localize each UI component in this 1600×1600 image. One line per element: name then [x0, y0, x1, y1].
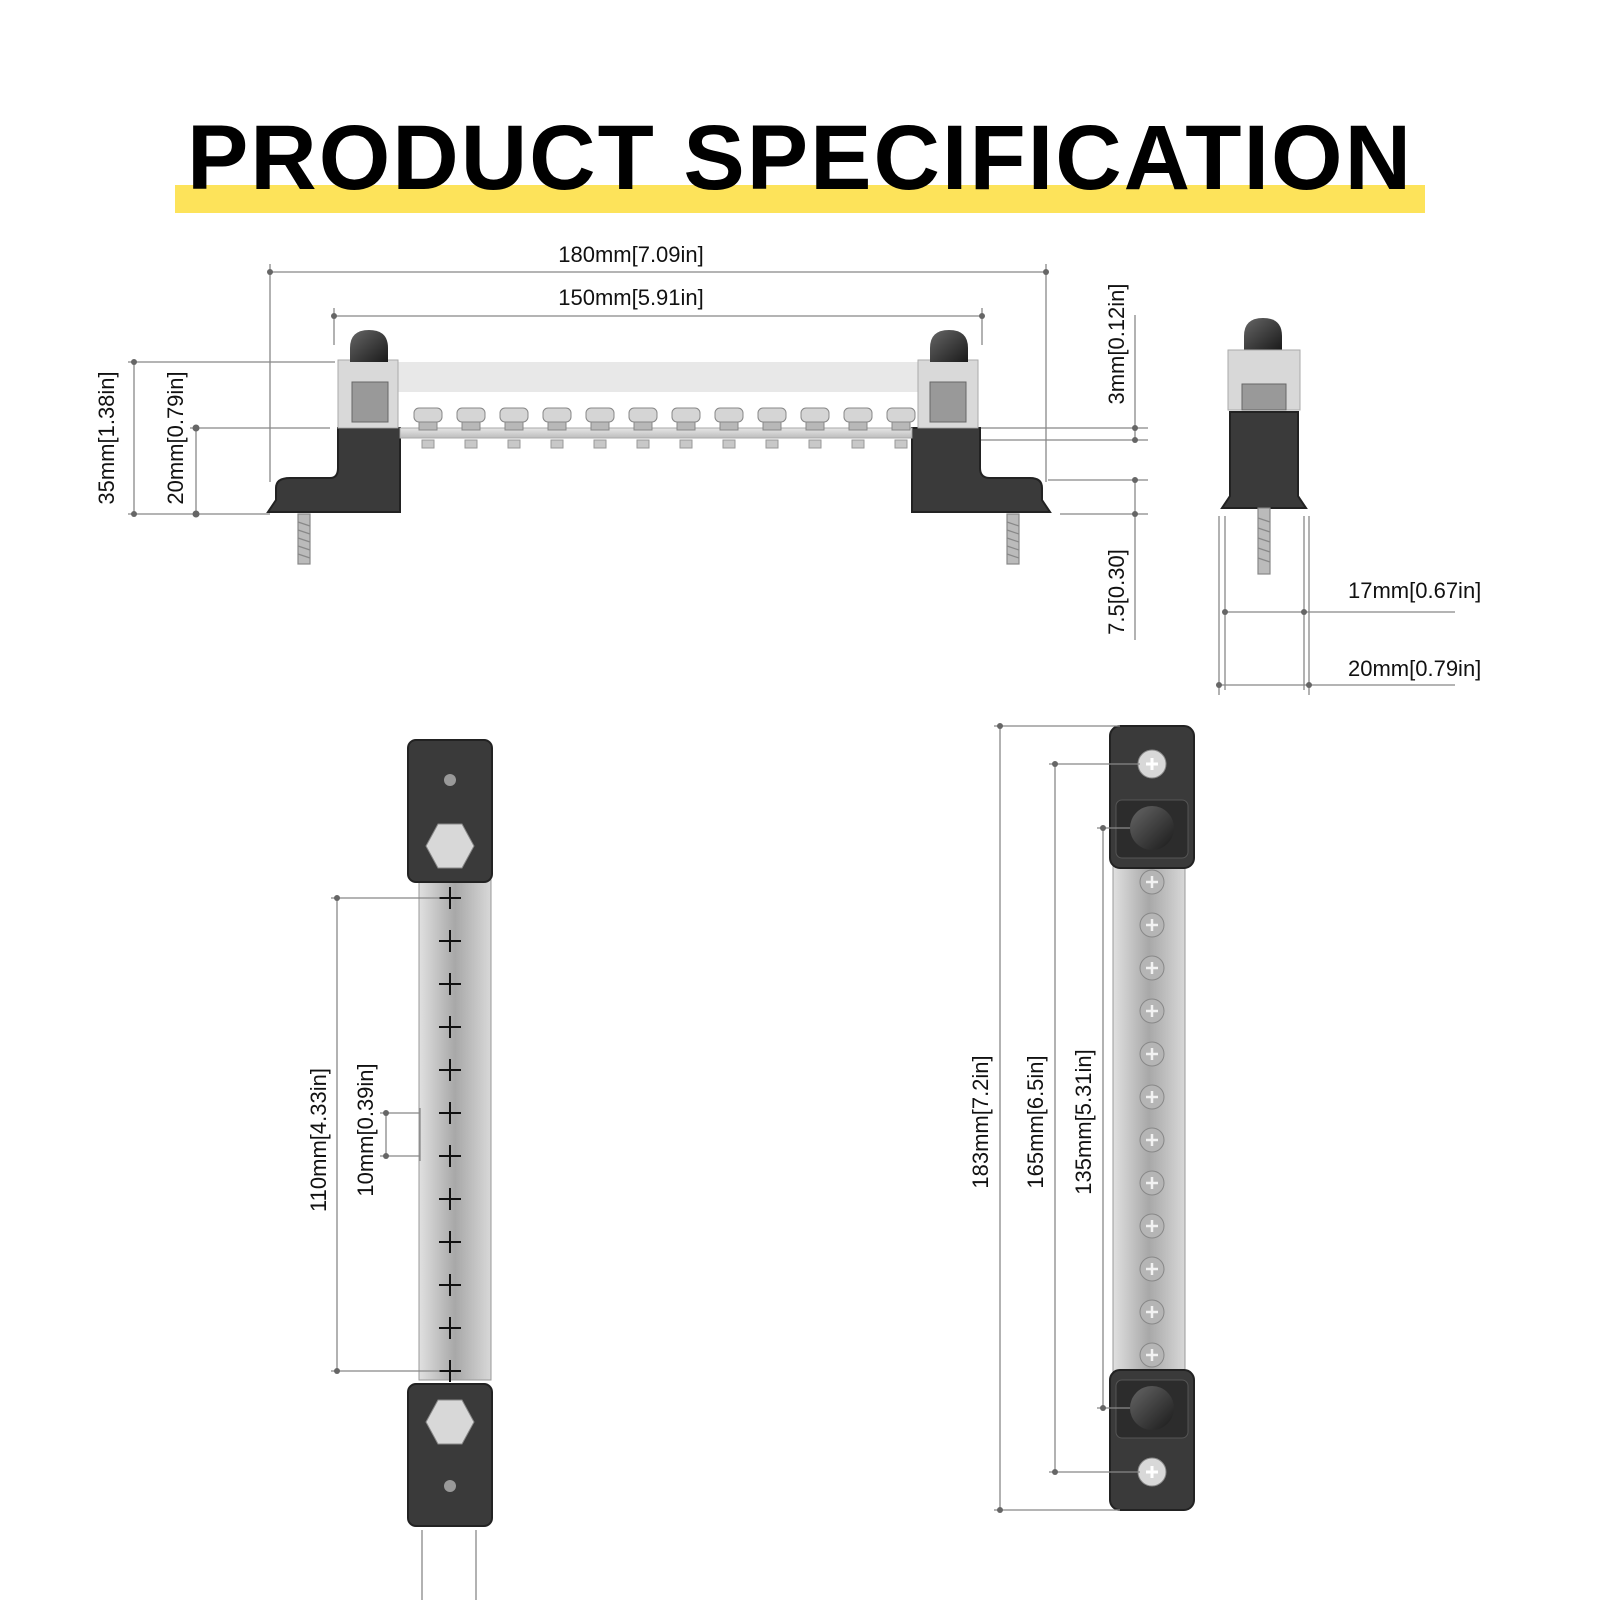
bottom-terminal-head	[1139, 1256, 1165, 1282]
top-terminal-mark	[439, 1188, 461, 1210]
top-terminal-pitch-label: 10mm[0.39in]	[353, 1063, 378, 1196]
top-terminal-mark	[439, 973, 461, 995]
bottom-stud-cap-lower	[1130, 1386, 1174, 1430]
front-terminal-screw	[671, 407, 701, 449]
bottom-terminal-heads	[1139, 869, 1165, 1368]
bottom-terminal-head	[1139, 1084, 1165, 1110]
front-dimension-dots	[131, 269, 1138, 518]
front-terminal-screws	[413, 407, 916, 449]
side-base-width-label: 17mm[0.67in]	[1348, 578, 1481, 603]
bottom-overall-length-label: 183mm[7.2in]	[968, 1055, 993, 1188]
front-mount-height-label: 7.5[0.30]	[1104, 549, 1129, 635]
side-nut	[1241, 383, 1287, 411]
top-terminal-mark	[439, 1231, 461, 1253]
page-title: PRODUCT SPECIFICATION	[186, 107, 1414, 209]
bottom-terminal-head	[1139, 1299, 1165, 1325]
bottom-terminal-head	[1139, 1170, 1165, 1196]
top-terminal-mark	[439, 1274, 461, 1296]
front-terminal-screw	[714, 407, 744, 449]
top-terminal-span-label: 110mm[4.33in]	[306, 1068, 331, 1212]
front-stud-spacing-label: 150mm[5.91in]	[558, 285, 704, 310]
top-terminal-mark	[439, 1016, 461, 1038]
top-terminal-mark	[439, 1360, 461, 1382]
top-dimension-dots	[334, 895, 389, 1374]
front-base-blocks	[266, 427, 1052, 513]
top-end-block-lower	[407, 1383, 493, 1527]
top-terminal-mark	[439, 930, 461, 952]
side-foot-width-label: 20mm[0.79in]	[1348, 656, 1481, 681]
front-terminal-screw	[413, 407, 443, 449]
bottom-hole-spacing-label: 165mm[6.5in]	[1023, 1055, 1048, 1188]
front-terminal-screw	[585, 407, 615, 449]
bottom-terminal-head	[1139, 1041, 1165, 1067]
bottom-terminal-head	[1139, 869, 1165, 895]
bottom-terminal-head	[1139, 1127, 1165, 1153]
front-bar-thickness-label: 3mm[0.12in]	[1104, 283, 1129, 404]
front-terminal-screw	[886, 407, 916, 449]
top-end-block-upper	[407, 739, 493, 883]
front-view: 180mm[7.09in] 150mm[5.91in] 35mm[1.38in]…	[94, 242, 1148, 640]
side-view: 17mm[0.67in] 20mm[0.79in]	[1216, 318, 1481, 695]
front-total-height-label: 35mm[1.38in]	[94, 371, 119, 504]
bottom-stud-spacing-label: 135mm[5.31in]	[1071, 1049, 1096, 1195]
top-terminal-mark	[439, 1102, 461, 1124]
bottom-terminal-head	[1139, 1213, 1165, 1239]
top-hex-nut-lower	[425, 1399, 475, 1445]
front-mount-screws	[297, 513, 1020, 565]
top-terminal-marks	[439, 887, 461, 1382]
side-stud-cap	[1244, 318, 1282, 350]
front-terminal-screw	[542, 407, 572, 449]
front-busbar	[337, 359, 979, 439]
top-terminal-mark	[439, 887, 461, 909]
side-base-block	[1220, 411, 1308, 509]
bottom-terminal-head	[1139, 955, 1165, 981]
bottom-end-block-lower	[1109, 1369, 1195, 1511]
front-terminal-screw	[456, 407, 486, 449]
front-base-height-label: 20mm[0.79in]	[163, 371, 188, 504]
bottom-terminal-head	[1139, 998, 1165, 1024]
front-terminal-screw	[800, 407, 830, 449]
front-overall-length-label: 180mm[7.09in]	[558, 242, 704, 267]
bottom-stud-cap-upper	[1130, 806, 1174, 850]
side-dimension-dots	[1216, 609, 1312, 688]
front-stud-caps	[350, 330, 968, 362]
bottom-busbar	[1112, 859, 1186, 1389]
front-terminal-screw	[757, 407, 787, 449]
bottom-terminal-head	[1139, 1342, 1165, 1368]
top-terminal-mark	[439, 1059, 461, 1081]
front-dimension-lines	[128, 264, 1148, 640]
front-terminal-screw	[843, 407, 873, 449]
front-terminal-screw	[499, 407, 529, 449]
side-mount-screw	[1257, 507, 1271, 575]
front-terminal-screw	[628, 407, 658, 449]
top-hex-nut-upper	[425, 823, 475, 869]
bottom-view: 183mm[7.2in] 165mm[6.5in] 135mm[5.31in]	[968, 723, 1195, 1513]
title-banner: PRODUCT SPECIFICATION	[0, 0, 1600, 230]
title-highlight-bar	[175, 185, 1425, 213]
top-terminal-mark	[439, 1317, 461, 1339]
bottom-end-block-upper	[1109, 725, 1195, 869]
bottom-terminal-head	[1139, 912, 1165, 938]
side-dimension-lines	[1218, 516, 1455, 695]
side-bar-end	[1227, 349, 1301, 411]
bottom-dimension-dots	[997, 723, 1106, 1513]
top-view: 110mm[4.33in] 10mm[0.39in]	[306, 739, 493, 1600]
top-busbar	[418, 879, 492, 1381]
top-terminal-mark	[439, 1145, 461, 1167]
